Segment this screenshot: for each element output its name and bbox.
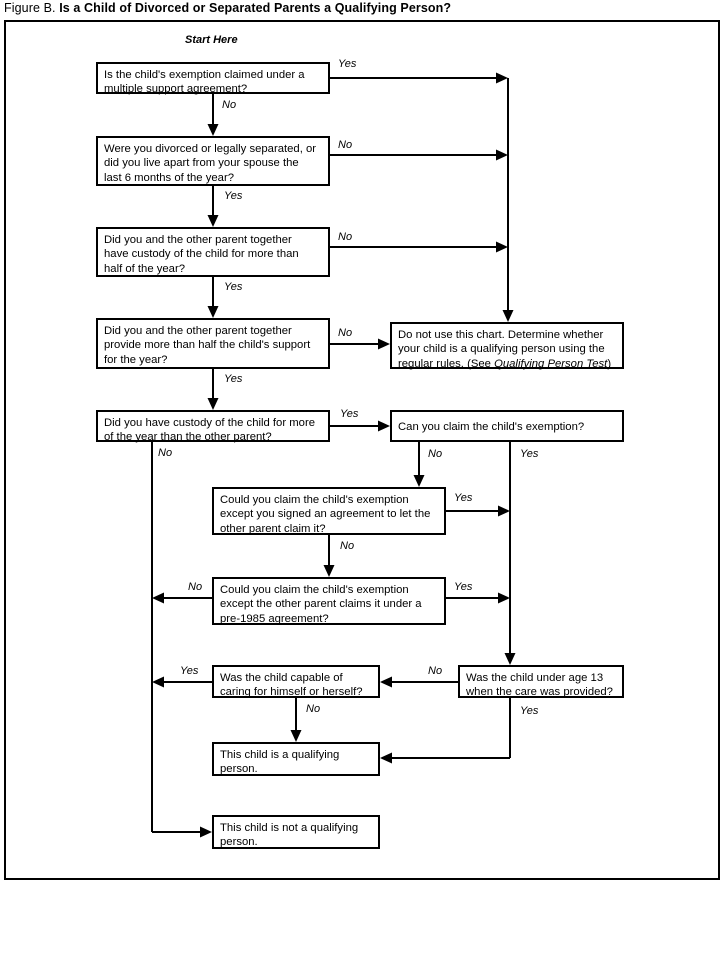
node-q5-line-1: Did you have custody of the child for mo… — [104, 417, 315, 429]
node-q3-line-3: half of the year? — [104, 262, 186, 275]
edge-label-q1-no: No — [222, 99, 237, 111]
node-q1[interactable]: Is the child's exemption claimed under a… — [96, 62, 330, 96]
node-q7-line-2: except you signed an agreement to let th… — [220, 508, 431, 521]
node-q3-line-1: Did you and the other parent together — [104, 234, 292, 246]
node-q7-line-3: other parent claim it? — [220, 522, 326, 535]
qualifying-person-test-ref: Qualifying Person Test — [494, 357, 608, 370]
node-q5-line-2: of the year than the other parent? — [104, 431, 272, 444]
node-q7-line-1: Could you claim the child's exemption — [220, 494, 409, 506]
node-q9[interactable]: Was the child capable of caring for hims… — [212, 665, 380, 698]
node-q2-line-1: Were you divorced or legally separated, … — [104, 143, 317, 155]
node-q7[interactable]: Could you claim the child's exemption ex… — [212, 487, 446, 535]
edge-label-q10-yes: Yes — [520, 705, 539, 717]
edge-label-q2-yes: Yes — [224, 190, 243, 202]
edge-label-q10-no: No — [428, 665, 443, 677]
node-do-not-use-chart-line-1: Do not use this chart. Determine whether — [398, 329, 604, 341]
node-q2-line-3: last 6 months of the year? — [104, 171, 234, 184]
node-q2[interactable]: Were you divorced or legally separated, … — [96, 136, 330, 186]
node-not-qualifying-person-line-1: This child is not a qualifying — [220, 822, 359, 834]
edge-label-q3-no: No — [338, 231, 353, 243]
edge-label-q8-yes: Yes — [454, 581, 473, 593]
edge-label-q4-yes: Yes — [224, 373, 243, 385]
node-q9-line-1: Was the child capable of — [220, 672, 343, 684]
node-q3-line-2: have custody of the child for more than — [104, 248, 299, 261]
node-q8-line-1: Could you claim the child's exemption — [220, 584, 409, 596]
figure-label: Figure B. — [4, 1, 56, 15]
node-qualifying-person-line-1: This child is a qualifying — [220, 749, 340, 761]
node-q1-line-2: multiple support agreement? — [104, 83, 248, 96]
edge-label-q9-no: No — [306, 703, 321, 715]
node-q5[interactable]: Did you have custody of the child for mo… — [96, 410, 330, 444]
edge-label-q5-yes: Yes — [340, 408, 359, 420]
node-qualifying-person-line-2: person. — [220, 763, 258, 776]
node-q4-line-3: for the year? — [104, 353, 168, 366]
node-not-qualifying-person-line-2: person. — [220, 836, 258, 849]
figure-heading: Is a Child of Divorced or Separated Pare… — [59, 1, 452, 15]
node-q1-line-1: Is the child's exemption claimed under a — [104, 69, 305, 81]
node-q10-line-2: when the care was provided? — [466, 686, 613, 699]
edge-label-q1-yes: Yes — [338, 58, 357, 70]
node-q4-line-2: provide more than half the child's suppo… — [104, 339, 311, 352]
node-q3[interactable]: Did you and the other parent together ha… — [96, 227, 330, 277]
node-not-qualifying-person[interactable]: This child is not a qualifying person. — [212, 815, 380, 849]
edge-label-q3-yes: Yes — [224, 281, 243, 293]
edge-label-q4-no: No — [338, 327, 353, 339]
node-q10-line-1: Was the child under age 13 — [466, 672, 604, 684]
start-here-label: Start Here — [185, 34, 238, 46]
edge-label-q6-no: No — [428, 448, 443, 460]
edge-label-q5-no: No — [158, 447, 173, 459]
figure-title: Figure B. Is a Child of Divorced or Sepa… — [4, 1, 451, 15]
node-q6[interactable]: Can you claim the child's exemption? — [390, 410, 624, 442]
node-do-not-use-chart[interactable]: Do not use this chart. Determine whether… — [390, 322, 624, 370]
edge-label-q7-no: No — [340, 540, 355, 552]
node-q8[interactable]: Could you claim the child's exemption ex… — [212, 577, 446, 625]
node-q9-line-2: caring for himself or herself? — [220, 686, 363, 699]
node-q4[interactable]: Did you and the other parent together pr… — [96, 318, 330, 369]
node-do-not-use-chart-line-2: your child is a qualifying person using … — [398, 343, 605, 356]
node-qualifying-person[interactable]: This child is a qualifying person. — [212, 742, 380, 776]
edge-label-q8-no: No — [188, 581, 203, 593]
node-do-not-use-chart-line-3: regular rules. (See Qualifying Person Te… — [398, 357, 612, 370]
node-q8-line-3: pre-1985 agreement? — [220, 612, 329, 625]
node-q2-line-2: did you live apart from your spouse the — [104, 157, 299, 170]
node-q6-line-1: Can you claim the child's exemption? — [398, 421, 585, 433]
edge-label-q2-no: No — [338, 139, 353, 151]
node-q4-line-1: Did you and the other parent together — [104, 325, 292, 337]
edge-label-q6-yes: Yes — [520, 448, 539, 460]
node-q8-line-2: except the other parent claims it under … — [220, 598, 422, 611]
edge-label-q7-yes: Yes — [454, 492, 473, 504]
node-q10[interactable]: Was the child under age 13 when the care… — [458, 665, 624, 698]
edge-label-q9-yes: Yes — [180, 665, 199, 677]
